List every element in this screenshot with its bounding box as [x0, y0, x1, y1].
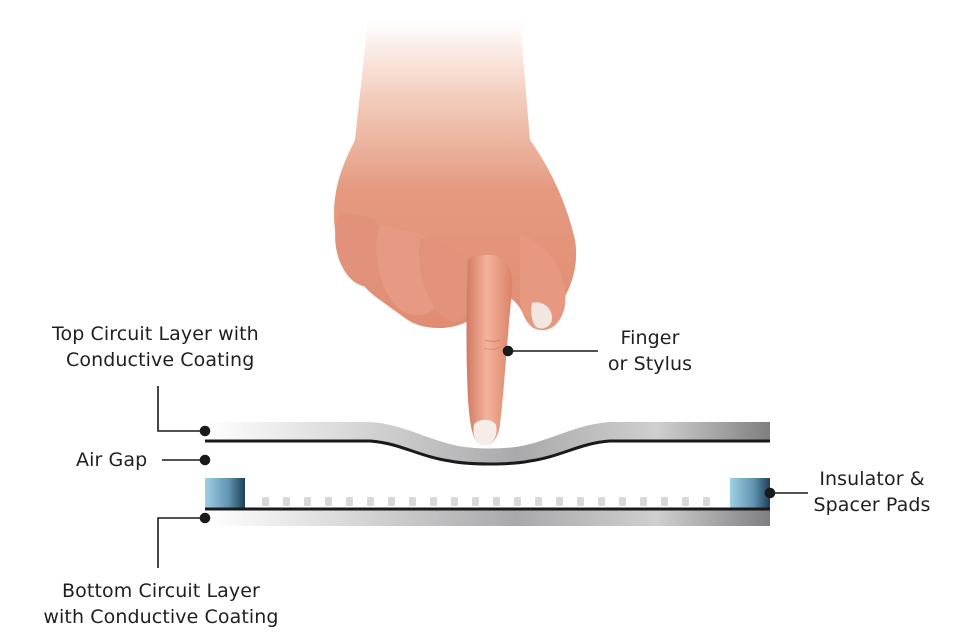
spacer-dot — [703, 497, 710, 506]
bottom-layer-body — [205, 508, 770, 526]
leader-finger-dot — [502, 345, 514, 357]
label-bottom-circuit-layer: Bottom Circuit Layer with Conductive Coa… — [36, 578, 286, 630]
top-layer-body — [205, 422, 770, 465]
spacer-pad-right — [730, 478, 770, 508]
leader-top-layer — [157, 386, 205, 432]
label-finger-or-stylus: Finger or Stylus — [600, 325, 700, 377]
top-layer-coating — [205, 439, 770, 466]
bottom-circuit-layer — [205, 507, 770, 526]
label-top-circuit-layer: Top Circuit Layer with Conductive Coatin… — [52, 321, 259, 373]
spacer-dot — [283, 497, 290, 506]
spacer-dot — [304, 497, 311, 506]
spacer-dot — [661, 497, 668, 506]
spacer-dot — [430, 497, 437, 506]
spacer-dot — [262, 497, 269, 506]
spacer-dot — [388, 497, 395, 506]
spacer-dot — [451, 497, 458, 506]
hand-illustration — [334, 20, 577, 446]
thumb-nail — [531, 302, 552, 329]
spacer-dot — [556, 497, 563, 506]
label-bottom-line1: Bottom Circuit Layer — [62, 580, 260, 602]
label-air-gap: Air Gap — [76, 447, 147, 473]
label-top-circuit-layer-line1: Top Circuit Layer with — [52, 323, 259, 345]
label-bottom-line2: with Conductive Coating — [43, 606, 279, 628]
spacer-dot — [577, 497, 584, 506]
thumb — [520, 235, 566, 331]
knuckle-crease-2 — [483, 346, 501, 350]
spacer-dot — [325, 497, 332, 506]
spacer-dot — [367, 497, 374, 506]
label-insulator-spacer-pads: Insulator & Spacer Pads — [808, 466, 936, 518]
leader-bottom-layer-dot — [199, 512, 211, 524]
finger-nail — [473, 419, 497, 445]
spacer-dot — [493, 497, 500, 506]
label-air-gap-text: Air Gap — [76, 449, 148, 471]
label-finger-line1: Finger — [620, 327, 680, 349]
leader-top-layer-dot — [199, 425, 211, 437]
spacer-dot — [409, 497, 416, 506]
curled-finger-1 — [335, 212, 391, 287]
spacer-dot — [346, 497, 353, 506]
label-spacer-line1: Insulator & — [819, 468, 925, 490]
spacer-dot — [598, 497, 605, 506]
curled-finger-3 — [418, 238, 470, 322]
leader-lines — [157, 345, 808, 568]
spacer-dot — [640, 497, 647, 506]
leader-bottom-layer — [157, 517, 205, 568]
spacer-dot — [535, 497, 542, 506]
top-circuit-layer — [205, 422, 770, 466]
spacer-dots — [262, 497, 710, 506]
index-finger — [466, 255, 513, 446]
knuckle-crease — [484, 339, 501, 343]
label-spacer-line2: Spacer Pads — [813, 494, 931, 516]
spacer-dot — [619, 497, 626, 506]
spacer-layer — [205, 478, 770, 508]
label-top-circuit-layer-line2: Conductive Coating — [66, 349, 255, 371]
label-finger-line2: or Stylus — [607, 353, 693, 375]
spacer-dot — [682, 497, 689, 506]
spacer-pad-left — [205, 478, 245, 508]
spacer-dot — [472, 497, 479, 506]
leader-air-gap-dot — [199, 454, 211, 466]
spacer-dot — [514, 497, 521, 506]
leader-spacer-dot — [764, 487, 776, 499]
